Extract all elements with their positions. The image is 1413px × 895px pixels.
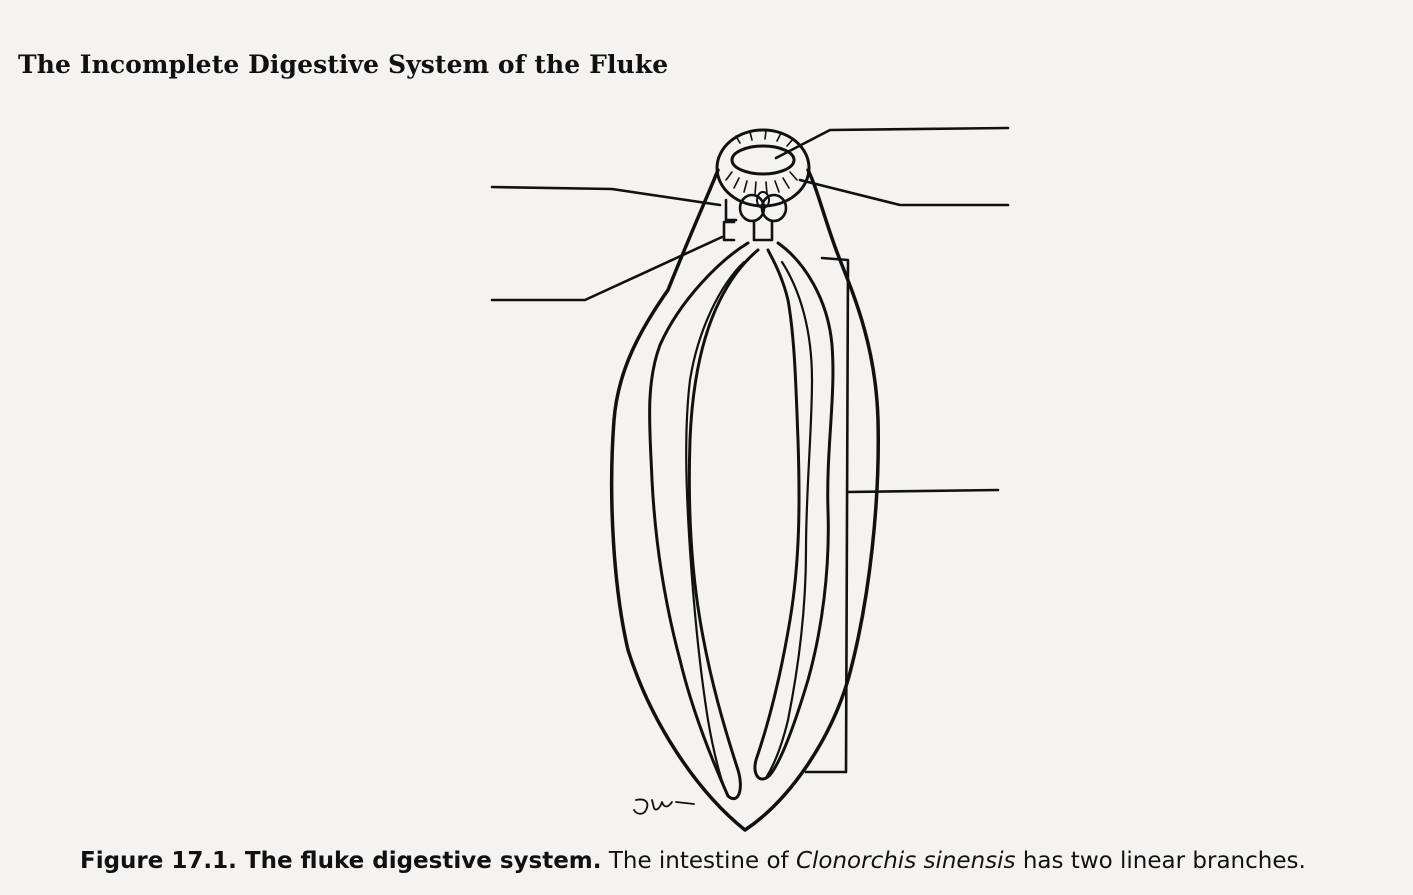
pharynx-label-line (490, 185, 722, 207)
intestine-branch-left-inner (685, 260, 746, 798)
fluke-body-outline (609, 168, 880, 832)
intestine-branch-right-outer (753, 241, 835, 781)
intestine-label-line (846, 488, 1000, 494)
oral-sucker (715, 128, 811, 208)
pharynx-bracket (724, 198, 738, 222)
intestine-bracket (804, 256, 850, 774)
esophagus-label-line (490, 235, 724, 302)
caption-text-post: has two linear branches. (1022, 848, 1306, 874)
oral-sucker-ridges (725, 130, 798, 195)
mouth-label-line (774, 126, 1010, 160)
caption-species: Clonorchis sinensis (795, 848, 1016, 874)
mouth-opening (730, 144, 796, 176)
esophagus (752, 220, 774, 242)
intestine-branch-right-inner (764, 260, 814, 780)
caption-text-pre: The intestine of (608, 848, 789, 874)
label-lines (490, 126, 1010, 774)
intestine-branch-left-outer (648, 241, 760, 801)
pharynx (738, 191, 788, 223)
oral-sucker-label-line (798, 178, 1010, 207)
esophagus-bracket (722, 220, 736, 242)
artist-signature (633, 798, 695, 815)
figure-caption: Figure 17.1. The fluke digestive system.… (80, 848, 1410, 874)
caption-lead: Figure 17.1. The fluke digestive system. (80, 848, 602, 874)
page-title: The Incomplete Digestive System of the F… (18, 50, 669, 79)
